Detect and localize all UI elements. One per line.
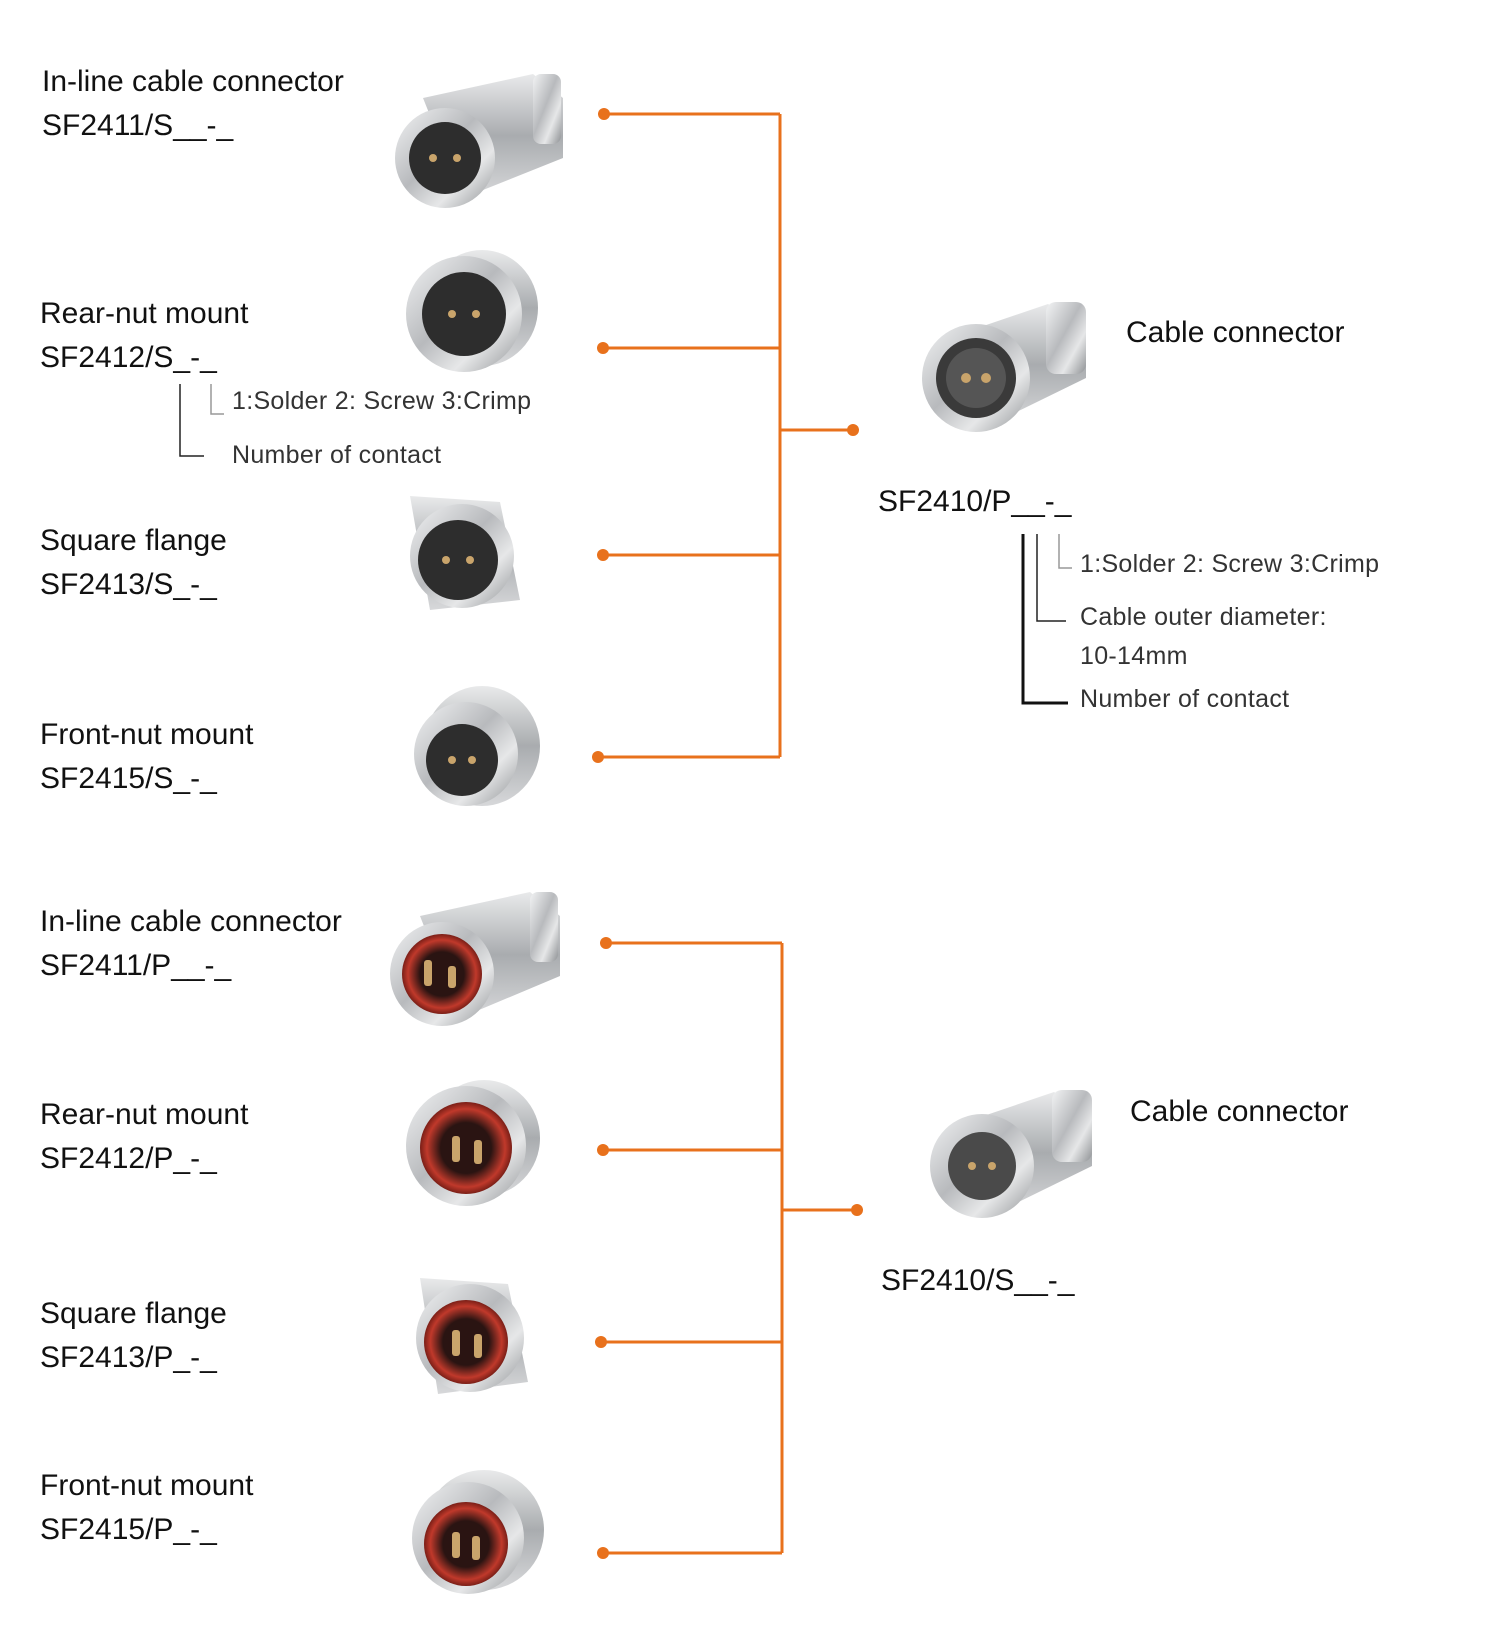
mate-code-bottom: SF2410/S__-_ xyxy=(881,1264,1075,1297)
item-code: SF2415/S_-_ xyxy=(40,762,217,795)
dot-top-rearnut xyxy=(597,342,609,354)
connector-image-bottom-inline xyxy=(390,892,560,1026)
dot-bottom-rearnut xyxy=(597,1144,609,1156)
item-label-top-square: Square flange SF2413/S_-_ xyxy=(40,519,227,607)
item-label-bottom-square: Square flange SF2413/P_-_ xyxy=(40,1292,227,1380)
item-title: In-line cable connector xyxy=(40,905,342,938)
item-title: In-line cable connector xyxy=(42,65,344,98)
dot-top-mate xyxy=(847,424,859,436)
connector-image-top-square xyxy=(410,496,520,610)
mate-note-diameter: Cable outer diameter: xyxy=(1080,603,1327,631)
dot-bottom-inline xyxy=(600,937,612,949)
dot-bottom-mate xyxy=(851,1204,863,1216)
item-code: SF2412/P_-_ xyxy=(40,1142,217,1175)
code-note-termination: 1:Solder 2: Screw 3:Crimp xyxy=(232,387,532,415)
dot-bottom-square xyxy=(595,1336,607,1348)
bracket-termination-right xyxy=(1058,534,1072,569)
bracket-termination-left xyxy=(210,384,224,415)
dot-top-inline xyxy=(598,108,610,120)
item-label-top-inline: In-line cable connector SF2411/S__-_ xyxy=(42,60,344,148)
mate-title-bottom: Cable connector xyxy=(1130,1095,1349,1128)
bracket-contacts-left xyxy=(179,384,204,457)
bracket-diameter-right xyxy=(1036,534,1066,622)
code-note-contacts: Number of contact xyxy=(232,441,442,469)
mate-note-diameter-range: 10-14mm xyxy=(1080,642,1188,670)
item-label-top-rearnut: Rear-nut mount SF2412/S_-_ xyxy=(40,292,248,380)
connector-image-top-mate xyxy=(922,302,1086,432)
bracket-contacts-right xyxy=(1021,534,1068,705)
item-title: Square flange xyxy=(40,1297,227,1330)
item-title: Front-nut mount xyxy=(40,718,254,751)
item-label-bottom-frontnut: Front-nut mount SF2415/P_-_ xyxy=(40,1464,253,1552)
mate-title-top: Cable connector xyxy=(1126,316,1345,349)
item-title: Rear-nut mount xyxy=(40,1098,249,1131)
item-code: SF2415/P_-_ xyxy=(40,1513,217,1546)
item-title: Square flange xyxy=(40,524,227,557)
mate-code-top: SF2410/P__-_ xyxy=(878,485,1072,518)
item-label-bottom-rearnut: Rear-nut mount SF2412/P_-_ xyxy=(40,1093,248,1181)
item-label-bottom-inline: In-line cable connector SF2411/P__-_ xyxy=(40,900,342,988)
connector-image-bottom-square xyxy=(416,1278,528,1394)
item-code: SF2413/S_-_ xyxy=(40,568,217,601)
connector-image-top-inline xyxy=(395,74,563,208)
connector-image-top-frontnut xyxy=(414,686,540,806)
mate-note-contacts: Number of contact xyxy=(1080,685,1290,713)
item-label-top-frontnut: Front-nut mount SF2415/S_-_ xyxy=(40,713,253,801)
connector-image-bottom-rearnut xyxy=(406,1080,540,1206)
item-code: SF2411/S__-_ xyxy=(42,109,234,142)
dot-top-frontnut xyxy=(592,751,604,763)
item-title: Rear-nut mount xyxy=(40,297,249,330)
dot-bottom-frontnut xyxy=(597,1547,609,1559)
connector-image-bottom-frontnut xyxy=(412,1470,544,1594)
connector-image-bottom-mate xyxy=(930,1090,1092,1218)
item-code: SF2412/S_-_ xyxy=(40,341,217,374)
connector-image-top-rearnut xyxy=(406,250,538,372)
mate-note-termination: 1:Solder 2: Screw 3:Crimp xyxy=(1080,550,1380,578)
item-code: SF2413/P_-_ xyxy=(40,1341,217,1374)
dot-top-square xyxy=(597,549,609,561)
item-code: SF2411/P__-_ xyxy=(40,949,232,982)
item-title: Front-nut mount xyxy=(40,1469,254,1502)
